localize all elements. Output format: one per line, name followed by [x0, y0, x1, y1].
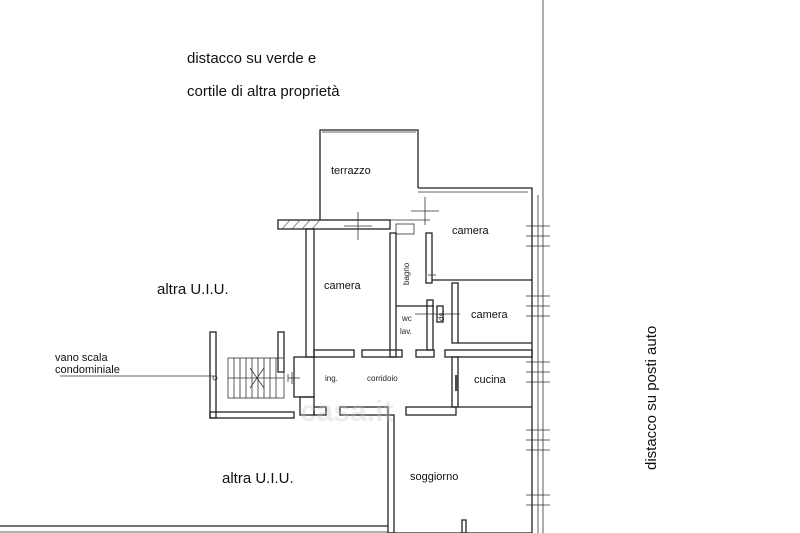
outside-label-line1: distacco su verde e — [187, 50, 317, 67]
bedroom-middle-right-label: camera — [471, 309, 508, 321]
watermark: casa.it — [300, 395, 394, 428]
closet-label: ds. — [437, 310, 446, 321]
stairwell — [60, 331, 295, 419]
outside-label-line2: cortile di altra proprietà — [187, 83, 340, 100]
other-unit-label-bottom: altra U.I.U. — [222, 470, 294, 487]
south-wall-left — [0, 525, 388, 533]
bathroom-walls — [389, 232, 460, 358]
bedroom-top-right-label: camera — [452, 225, 489, 237]
wc-label-line2: lav. — [400, 327, 412, 336]
corridor-label: corridoio — [367, 374, 398, 383]
stairwell-label-line2: condominiale — [55, 364, 120, 376]
living-room-label: soggiorno — [410, 471, 459, 483]
terrace-label: terrazzo — [331, 165, 371, 177]
corridor-walls — [313, 349, 533, 533]
bedroom-left-label: camera — [324, 280, 361, 292]
kitchen-label: cucina — [474, 374, 506, 386]
bathroom-label: bagno — [402, 262, 411, 285]
stairwell-label-line1: vano scala — [55, 352, 108, 364]
door-symbols-top — [344, 197, 439, 240]
entrance-door-symbol — [287, 372, 300, 384]
wc-label-line1: wc — [402, 314, 412, 323]
entrance-label: ing. — [325, 374, 338, 383]
west-wall — [293, 228, 315, 416]
terrace-outline — [319, 129, 419, 220]
other-unit-label-top: altra U.I.U. — [157, 281, 229, 298]
north-wall — [277, 187, 533, 280]
right-side-label: distacco su posti auto — [643, 325, 660, 470]
